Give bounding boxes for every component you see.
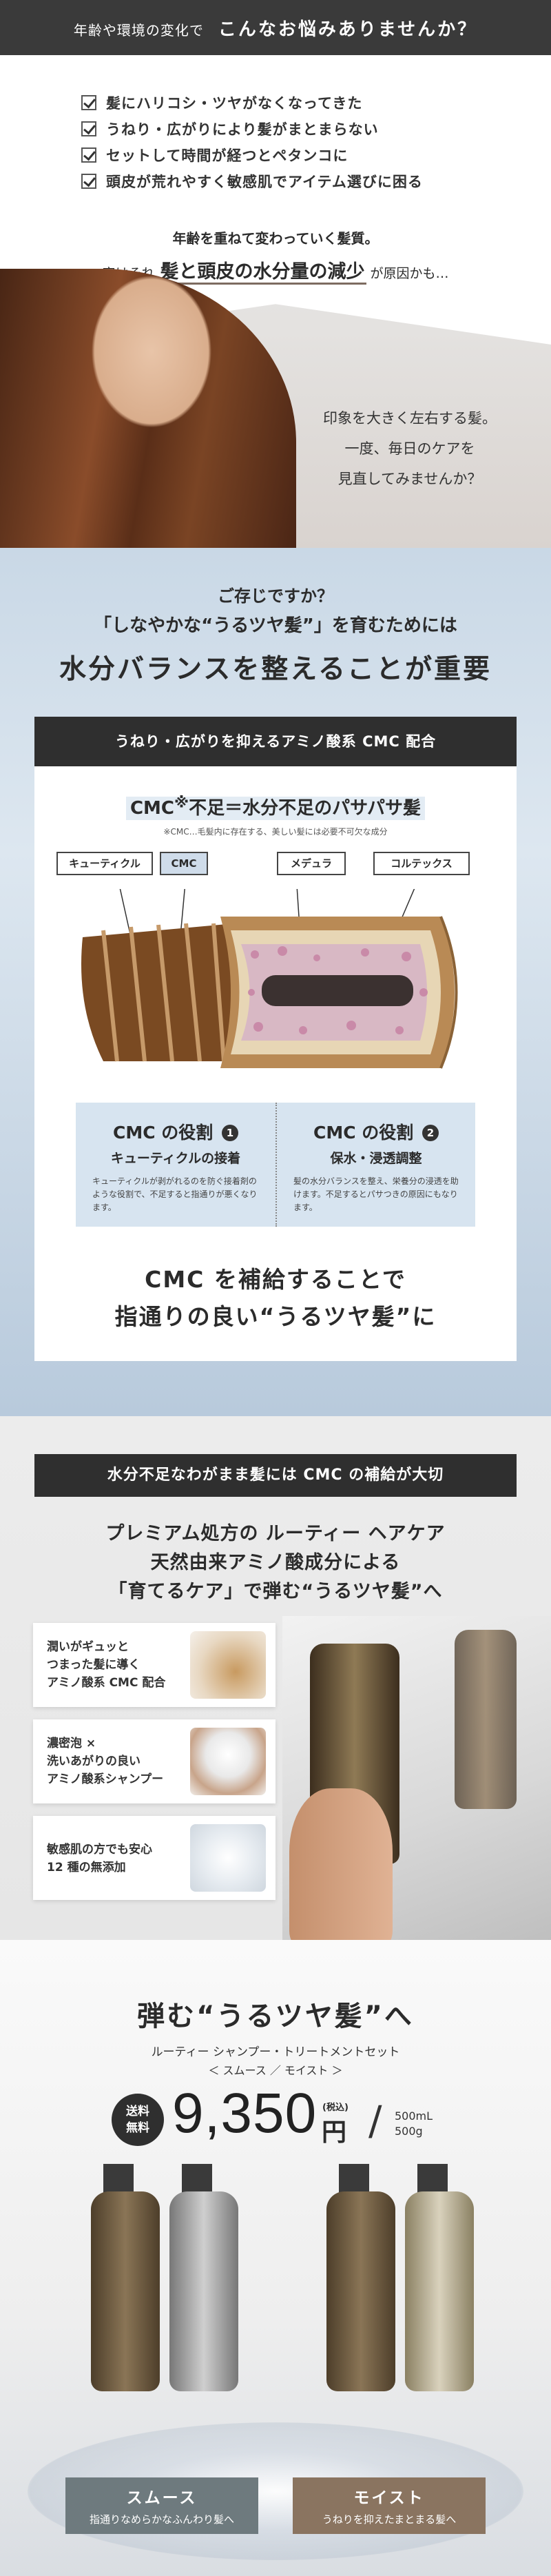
product-heading-3: 「育てるケア」で弾む“うるツヤ髪”へ: [108, 1581, 443, 1602]
free-shipping-badge: 送料 無料: [112, 2094, 164, 2146]
label-medulla: メデュラ: [277, 852, 346, 875]
check-item: 髪にハリコシ・ツヤがなくなってきた: [81, 90, 481, 116]
moist-label: モイスト うねりを抑えたまとまる髪へ: [293, 2477, 486, 2534]
product-heading-1: プレミアム処方の ルーティー ヘアケア: [105, 1523, 446, 1544]
worries-headline: こんなお悩みありませんか？: [218, 19, 478, 40]
checkbox-icon: [81, 121, 96, 136]
worries-section: 年齢や環境の変化で こんなお悩みありませんか？ 髪にハリコシ・ツヤがなくなってき…: [0, 0, 551, 548]
tax-label: (税込): [322, 2103, 349, 2113]
number-badge: 2: [422, 1125, 439, 1141]
checkbox-icon: [81, 95, 96, 110]
number-badge: 1: [222, 1125, 238, 1141]
cmc-role-1: CMC の役割 1 キューティクルの接着 キューティクルが剥がれるのを防ぐ接着剤…: [76, 1103, 276, 1227]
cmc-note: ※CMC…毛髪内に存在する、美しい髪には必要不可欠な成分: [163, 827, 388, 837]
yen-label: 円: [322, 2118, 347, 2147]
check-item: うねり・広がりにより髪がまとまらない: [81, 116, 481, 142]
hair-model-image: [0, 269, 296, 548]
cause-highlight: 髪と頭皮の水分量の減少: [158, 261, 366, 285]
cmc-card: うねり・広がりを抑えるアミノ酸系 CMC 配合 CMC※不足＝水分不足のパサパサ…: [34, 717, 517, 1361]
smooth-treatment-bottle: [169, 2191, 238, 2391]
product-bar: 水分不足なわがまま髪には CMC の補給が大切: [34, 1454, 517, 1497]
label-cmc: CMC: [160, 852, 208, 875]
cmc-lack-line: CMC※不足＝水分不足のパサパサ髪: [34, 794, 517, 820]
bottle-image: [455, 1630, 517, 1809]
offer-section: 弾む“うるツヤ髪”へ ルーティー シャンプー・トリートメントセット ＜ スムース…: [0, 1940, 551, 2576]
knowledge-headline: 水分バランスを整えることが重要: [59, 654, 492, 685]
product-photo: [282, 1616, 551, 1940]
label-cuticle: キューティクル: [56, 852, 153, 875]
check-item: 頭皮が荒れやすく敏感肌でアイテム選びに困る: [81, 168, 481, 194]
foam-image: [190, 1728, 266, 1795]
moist-shampoo-bottle: [326, 2191, 395, 2391]
impression-copy: 印象を大きく左右する髪。 一度、毎日のケアを 見直してみませんか？: [323, 410, 497, 487]
worries-lead: 年齢や環境の変化で: [73, 22, 204, 39]
moist-treatment-bottle: [405, 2191, 474, 2391]
price: 9,350: [172, 2082, 318, 2145]
knowledge-section: ご存じですか？ 「しなやかな“うるツヤ髪”」を育むためには 水分バランスを整える…: [0, 548, 551, 1416]
hand-image: [289, 1788, 393, 1940]
offer-variants: ＜ スムース ／ モイスト ＞: [208, 2064, 343, 2077]
offer-title: 弾む“うるツヤ髪”へ: [137, 2001, 414, 2032]
cmc-conclusion: CMC を補給することで 指通りの良い“うるツヤ髪”に: [114, 1266, 437, 1330]
check-item: セットして時間が経つとペタンコに: [81, 142, 481, 168]
label-cortex: コルテックス: [373, 852, 470, 875]
cmc-card-title: うねり・広がりを抑えるアミノ酸系 CMC 配合: [34, 717, 517, 766]
water-image: [190, 1824, 266, 1892]
smooth-label: スムース 指通りなめらかなふんわり髪へ: [65, 2477, 258, 2534]
checkbox-icon: [81, 147, 96, 163]
hair-cross-section-diagram: [81, 889, 458, 1069]
question-line: ご存じですか？: [218, 586, 333, 606]
worries-checklist: 髪にハリコシ・ツヤがなくなってきた うねり・広がりにより髪がまとまらない セット…: [81, 90, 481, 194]
question-sub: 「しなやかな“うるツヤ髪”」を育むためには: [94, 615, 457, 636]
serum-image: [190, 1631, 266, 1699]
worries-header: 年齢や環境の変化で こんなお悩みありませんか？: [0, 0, 551, 55]
feature-card: 潤いがギュッとつまった髪に導くアミノ酸系 CMC 配合: [33, 1623, 276, 1707]
feature-card: 濃密泡 ×洗いあがりの良いアミノ酸系シャンプー: [33, 1719, 276, 1803]
age-line: 年齢を重ねて変わっていく髪質。: [172, 230, 379, 247]
cmc-role-2: CMC の役割 2 保水・浸透調整 髪の水分バランスを整え、栄養分の浸透を助けま…: [276, 1103, 475, 1227]
product-section: 水分不足なわがまま髪には CMC の補給が大切 プレミアム処方の ルーティー ヘ…: [0, 1416, 551, 1940]
offer-subtitle: ルーティー シャンプー・トリートメントセット: [151, 2045, 400, 2059]
checkbox-icon: [81, 174, 96, 189]
price-slash: /: [368, 2097, 382, 2144]
product-heading-2: 天然由来アミノ酸成分による: [150, 1552, 401, 1573]
smooth-shampoo-bottle: [91, 2191, 160, 2391]
